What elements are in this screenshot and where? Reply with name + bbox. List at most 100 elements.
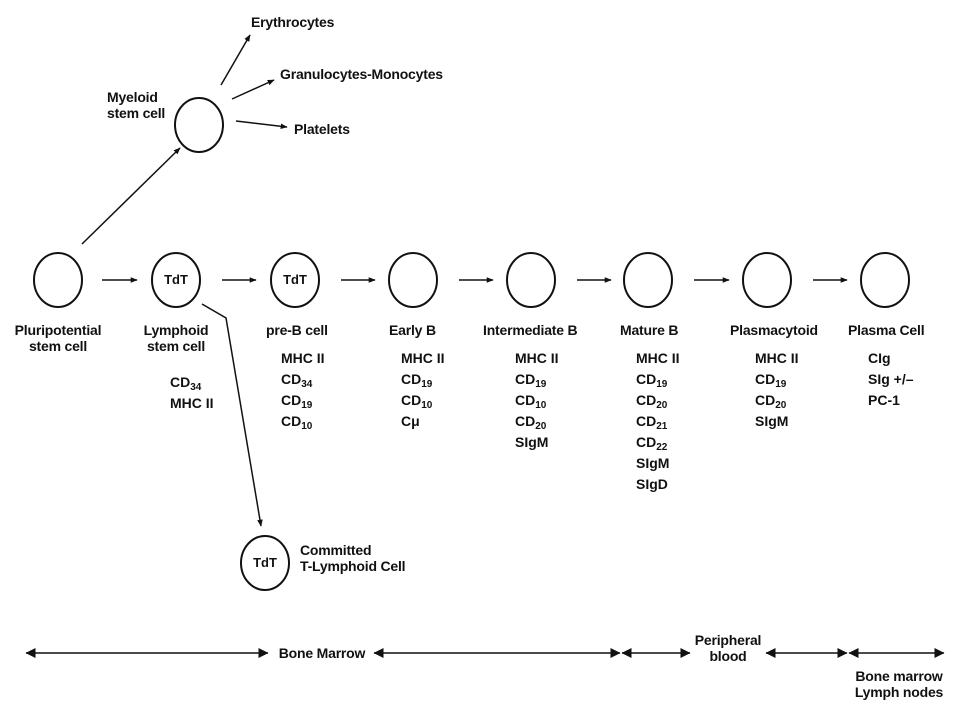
marker-subscript: 19	[656, 379, 668, 390]
arrow-myeloid-granulocytes	[231, 79, 275, 100]
marker-item: CD19	[281, 390, 325, 411]
marker-item: CD10	[401, 390, 445, 411]
marker-item: CD19	[515, 369, 559, 390]
marker-item: MHC II	[281, 348, 325, 369]
t-lymphoid-label: Committed T-Lymphoid Cell	[300, 542, 406, 574]
marker-base: MHC II	[515, 350, 559, 366]
marker-subscript: 19	[301, 400, 313, 411]
arrow-pluripotential-myeloid	[81, 147, 181, 245]
myeloid-stem-cell-label: Myeloid stem cell	[107, 89, 165, 121]
marker-item: MHC II	[515, 348, 559, 369]
marker-item: SIgM	[515, 432, 559, 453]
t-lymphoid-label-line-1: Committed	[300, 542, 372, 558]
marker-base: Cμ	[401, 413, 420, 429]
marker-item: CD19	[636, 369, 680, 390]
marker-item: MHC II	[170, 393, 214, 414]
marker-base: CIg	[868, 350, 891, 366]
early-b-label: Early B	[389, 322, 436, 338]
marker-item: MHC II	[401, 348, 445, 369]
marker-subscript: 20	[656, 400, 668, 411]
marker-base: CD	[636, 413, 657, 429]
bone-marrow-lymph-line-1: Bone marrow	[855, 668, 943, 684]
arrow-myeloid-platelets	[235, 120, 288, 130]
marker-subscript: 10	[421, 400, 433, 411]
marker-item: SIgM	[636, 453, 680, 474]
marker-base: SIg +/–	[868, 371, 914, 387]
marker-base: CD	[755, 371, 776, 387]
marker-item: MHC II	[755, 348, 799, 369]
bone-marrow-lymph-nodes-label: Bone marrow Lymph nodes	[846, 668, 952, 700]
lymphoid-cell-circle	[151, 252, 201, 308]
plasmacytoid-cell-circle	[742, 252, 792, 308]
marker-base: CD	[636, 392, 657, 408]
marker-subscript: 21	[656, 421, 668, 432]
pluripotential-cell-circle	[33, 252, 83, 308]
pre-b-cell-circle	[270, 252, 320, 308]
marker-base: CD	[636, 371, 657, 387]
marker-item: CD34	[170, 372, 214, 393]
marker-base: CD	[401, 371, 422, 387]
arrow-myeloid-erythrocytes	[220, 34, 251, 86]
marker-base: SIgM	[636, 455, 670, 471]
mature-b-label: Mature B	[620, 322, 679, 338]
marker-subscript: 19	[421, 379, 433, 390]
mature-b-cell-circle	[623, 252, 673, 308]
pre-b-tdt-label: TdT	[283, 272, 307, 287]
marker-base: SIgD	[636, 476, 668, 492]
marker-base: MHC II	[401, 350, 445, 366]
early-b-cell-circle	[388, 252, 438, 308]
marker-base: CD	[281, 392, 302, 408]
marker-item: MHC II	[636, 348, 680, 369]
marker-item: CD10	[281, 411, 325, 432]
plasma-cell-circle	[860, 252, 910, 308]
marker-item: SIg +/–	[868, 369, 914, 390]
t-lymphoid-tdt-label: TdT	[253, 555, 277, 570]
marker-subscript: 19	[775, 379, 787, 390]
marker-subscript: 20	[775, 400, 787, 411]
plasma-cell-label: Plasma Cell	[848, 322, 925, 338]
myeloid-label-line-1: Myeloid	[107, 89, 158, 105]
marker-base: PC-1	[868, 392, 900, 408]
marker-subscript: 34	[301, 379, 313, 390]
myeloid-stem-cell-circle	[174, 97, 224, 153]
marker-base: CD	[170, 374, 191, 390]
marker-base: CD	[755, 392, 776, 408]
marker-subscript: 10	[301, 421, 313, 432]
marker-item: Cμ	[401, 411, 445, 432]
peripheral-blood-line-1: Peripheral	[694, 632, 762, 648]
marker-item: CD19	[401, 369, 445, 390]
pre-b-label: pre-B cell	[266, 322, 328, 338]
marker-subscript: 20	[535, 421, 547, 432]
marker-item: PC-1	[868, 390, 914, 411]
marker-subscript: 34	[190, 382, 202, 393]
marker-subscript: 22	[656, 442, 668, 453]
marker-subscript: 10	[535, 400, 547, 411]
myeloid-label-line-2: stem cell	[107, 105, 166, 121]
t-lymphoid-cell-circle	[240, 535, 290, 591]
marker-base: MHC II	[755, 350, 799, 366]
marker-base: MHC II	[281, 350, 325, 366]
marker-base: MHC II	[636, 350, 680, 366]
pluripotential-label: Pluripotential stem cell	[8, 322, 108, 354]
intermediate-b-label: Intermediate B	[483, 322, 578, 338]
marker-item: CD19	[755, 369, 799, 390]
marker-base: CD	[515, 371, 536, 387]
output-platelets: Platelets	[294, 121, 350, 137]
marker-item: CD20	[636, 390, 680, 411]
marker-item: CD20	[755, 390, 799, 411]
intermediate-b-cell-circle	[506, 252, 556, 308]
arrow-lymphoid-t-lymphoid	[201, 303, 263, 527]
bone-marrow-lymph-line-2: Lymph nodes	[854, 684, 944, 700]
bone-marrow-label: Bone Marrow	[278, 645, 366, 661]
lymphoid-label-line-1: Lymphoid	[143, 322, 209, 338]
marker-item: CD34	[281, 369, 325, 390]
marker-base: CD	[281, 413, 302, 429]
plasmacytoid-label: Plasmacytoid	[730, 322, 818, 338]
marker-base: CD	[515, 392, 536, 408]
output-erythrocytes: Erythrocytes	[251, 14, 335, 30]
